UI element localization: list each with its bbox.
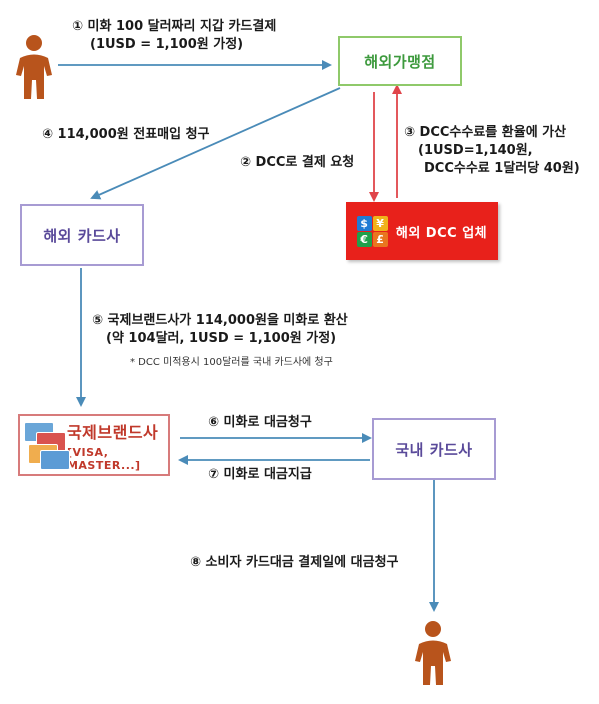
step4-label: ④ 114,000원 전표매입 청구 — [42, 127, 210, 142]
intl-brand-box: 국제브랜드사 [VISA, MASTER...] — [18, 414, 170, 476]
merchant-box: 해외가맹점 — [338, 36, 462, 86]
overseas-card-label: 해외 카드사 — [43, 226, 121, 245]
dcc-vendor-box: $ ¥ € £ 해외 DCC 업체 — [346, 202, 498, 260]
step1-label-line2: (1USD = 1,100원 가정) — [90, 37, 244, 52]
step5-label-line1: ⑤ 국제브랜드사가 114,000원을 미화로 환산 — [92, 313, 348, 328]
step3-label-line2: (1USD=1,140원, — [418, 143, 533, 158]
step5-note: * DCC 미적용시 100달러를 국내 카드사에 청구 — [130, 357, 333, 368]
step6-label: ⑥ 미화로 대금청구 — [208, 415, 312, 430]
domestic-card-box: 국내 카드사 — [372, 418, 496, 480]
step3-label-line1: ③ DCC수수료를 환율에 가산 — [404, 125, 567, 140]
domestic-card-label: 국내 카드사 — [395, 440, 473, 459]
consumer-person-bottom-icon — [415, 621, 451, 685]
step1-label-line1: ① 미화 100 달러짜리 지갑 카드결제 — [72, 19, 277, 34]
intl-brand-subtitle: [VISA, MASTER...] — [66, 445, 141, 472]
step2-label: ② DCC로 결제 요청 — [240, 155, 355, 170]
intl-brand-title: 국제브랜드사 — [66, 422, 159, 442]
pound-symbol: £ — [372, 231, 388, 247]
credit-cards-icon — [24, 420, 70, 470]
step8-label: ⑧ 소비자 카드대금 결제일에 대금청구 — [190, 555, 399, 570]
consumer-person-icon — [16, 35, 52, 99]
merchant-label: 해외가맹점 — [364, 52, 436, 71]
dollar-symbol: $ — [356, 215, 372, 231]
step7-label: ⑦ 미화로 대금지급 — [208, 467, 312, 482]
step3-label-line3: DCC수수료 1달러당 40원) — [424, 161, 580, 176]
currency-icon: $ ¥ € £ — [356, 215, 388, 247]
yen-symbol: ¥ — [372, 215, 388, 231]
dcc-vendor-label: 해외 DCC 업체 — [395, 225, 488, 241]
euro-symbol: € — [356, 231, 372, 247]
arrow-step4 — [90, 87, 341, 200]
step5-label-line2: (약 104달러, 1USD = 1,100원 가정) — [106, 331, 337, 346]
overseas-card-box: 해외 카드사 — [20, 204, 144, 266]
